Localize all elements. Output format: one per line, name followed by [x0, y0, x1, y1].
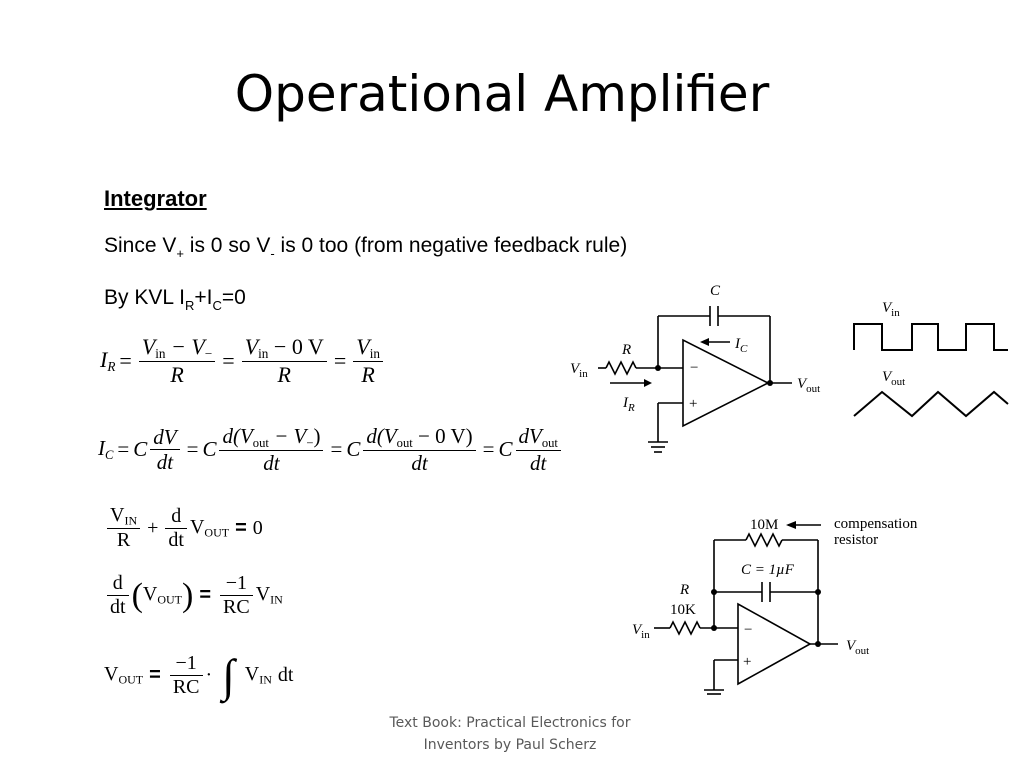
- equation-kvl-sum: VIN R + d dt VOUT = 0: [104, 504, 263, 552]
- footer-line-2: Inventors by Paul Scherz: [423, 737, 597, 753]
- negative-feedback-statement: Since V+ is 0 so V- is 0 too (from negat…: [104, 234, 628, 261]
- wave-label-vout: Vout: [882, 369, 905, 388]
- since-text-c: is 0 too (from negative feedback rule): [274, 234, 628, 257]
- eq2-fraction-2: d(Vout − V−) dt: [219, 424, 324, 475]
- eq1-equals-1: =: [119, 347, 132, 373]
- resistor-10m: [745, 532, 783, 548]
- eq5-vin: VIN: [244, 663, 272, 687]
- wave-label-vin: Vin: [882, 300, 900, 319]
- compensated-integrator-circuit: 10M compensation resistor C = 1µF R 10K …: [632, 516, 918, 695]
- eq2-fraction-3: d(Vout − 0 V) dt: [363, 424, 476, 475]
- eq3-vout: VOUT: [189, 515, 230, 540]
- eq2-c-2: C: [202, 437, 217, 462]
- c1-label-ic: IC: [734, 336, 748, 355]
- kvl-statement: By KVL IR+IC=0: [104, 286, 246, 313]
- opamp2-triangle: [737, 602, 812, 686]
- equation-ic: IC =C dV dt =C d(Vout − V−) dt =C d(Vout…: [98, 424, 564, 475]
- kvl-text-a: By KVL I: [104, 286, 185, 309]
- resistor-r: [605, 360, 637, 376]
- kvl-r-subscript: R: [184, 298, 195, 313]
- since-minus-subscript: -: [270, 246, 275, 261]
- equation-derivative: d dt (VOUT) = −1 RC VIN: [104, 572, 283, 619]
- c2-inverting-sign: −: [744, 622, 752, 638]
- eq3-fraction-2: d dt: [165, 505, 187, 552]
- since-plus-subscript: +: [176, 246, 184, 261]
- eq1-equals-2: =: [222, 347, 235, 373]
- equation-ir: IR = Vin − V− R = Vin − 0 V R = Vin R: [100, 334, 386, 387]
- c1-label-ir: IR: [622, 395, 635, 414]
- slide-title: Operational Amplifier: [234, 65, 770, 123]
- c2-label-r: R: [679, 582, 689, 598]
- eq4-vout: VOUT: [142, 583, 183, 607]
- kvl-c-subscript: C: [212, 298, 222, 313]
- since-text-b: is 0 so V: [183, 234, 271, 257]
- triangle-wave: [853, 390, 1009, 418]
- eq1-equals-3: =: [333, 347, 347, 373]
- kvl-text-d: =0: [221, 286, 246, 309]
- kvl-text-b: +I: [194, 286, 213, 309]
- resistor-10k: [669, 620, 701, 636]
- c2-label-vin: Vin: [632, 622, 650, 641]
- c1-label-r: R: [621, 342, 631, 358]
- footer-line-1: Text Book: Practical Electronics for: [389, 715, 631, 731]
- eq1-lhs: IR: [100, 346, 116, 374]
- footer-citation: Text Book: Practical Electronics for Inv…: [370, 712, 650, 756]
- c1-label-vin: Vin: [570, 361, 588, 380]
- equation-integral: VOUT = −1 RC · ∫ VIN dt: [104, 649, 294, 701]
- c2-label-resistor: resistor: [834, 532, 878, 548]
- eq3-fraction-1: VIN R: [107, 504, 141, 552]
- c1-noninverting-sign: +: [689, 396, 697, 412]
- eq5-vout: VOUT: [104, 663, 144, 687]
- eq2-lhs: IC: [98, 436, 114, 463]
- eq2-c-1: C: [133, 437, 148, 462]
- c2-label-10k: 10K: [670, 602, 696, 618]
- c2-noninverting-sign: +: [743, 654, 751, 670]
- c1-inverting-sign: −: [690, 360, 698, 376]
- waveforms: Vin Vout: [853, 300, 1009, 418]
- eq2-c-3: C: [346, 437, 361, 462]
- eq1-fraction-3: Vin R: [353, 334, 383, 387]
- since-text-a: Since V: [104, 234, 177, 257]
- eq2-c-4: C: [498, 437, 513, 462]
- eq3-zero: 0: [252, 516, 263, 539]
- integral-sign: ∫: [222, 649, 235, 701]
- c1-label-vout: Vout: [797, 376, 820, 395]
- c2-label-cap: C = 1µF: [741, 562, 795, 578]
- eq1-fraction-1: Vin − V− R: [138, 334, 216, 387]
- opamp-triangle: [682, 338, 770, 428]
- square-wave: [853, 323, 1008, 351]
- c2-label-10m: 10M: [750, 517, 778, 533]
- c2-label-compensation: compensation: [834, 516, 918, 532]
- section-heading: Integrator: [104, 186, 207, 211]
- eq2-fraction-1: dV dt: [150, 425, 180, 474]
- eq4-vin: VIN: [255, 583, 283, 607]
- eq4-fraction-2: −1 RC: [220, 572, 253, 619]
- integrator-circuit: C IC R Vin IR − + Vout: [570, 283, 820, 453]
- c1-label-c: C: [710, 283, 721, 299]
- c2-label-vout: Vout: [846, 638, 869, 657]
- eq5-fraction: −1 RC: [169, 652, 203, 699]
- eq4-fraction-1: d dt: [107, 572, 129, 619]
- eq2-fraction-4: dVout dt: [515, 424, 561, 475]
- eq1-fraction-2: Vin − 0 V R: [241, 334, 327, 387]
